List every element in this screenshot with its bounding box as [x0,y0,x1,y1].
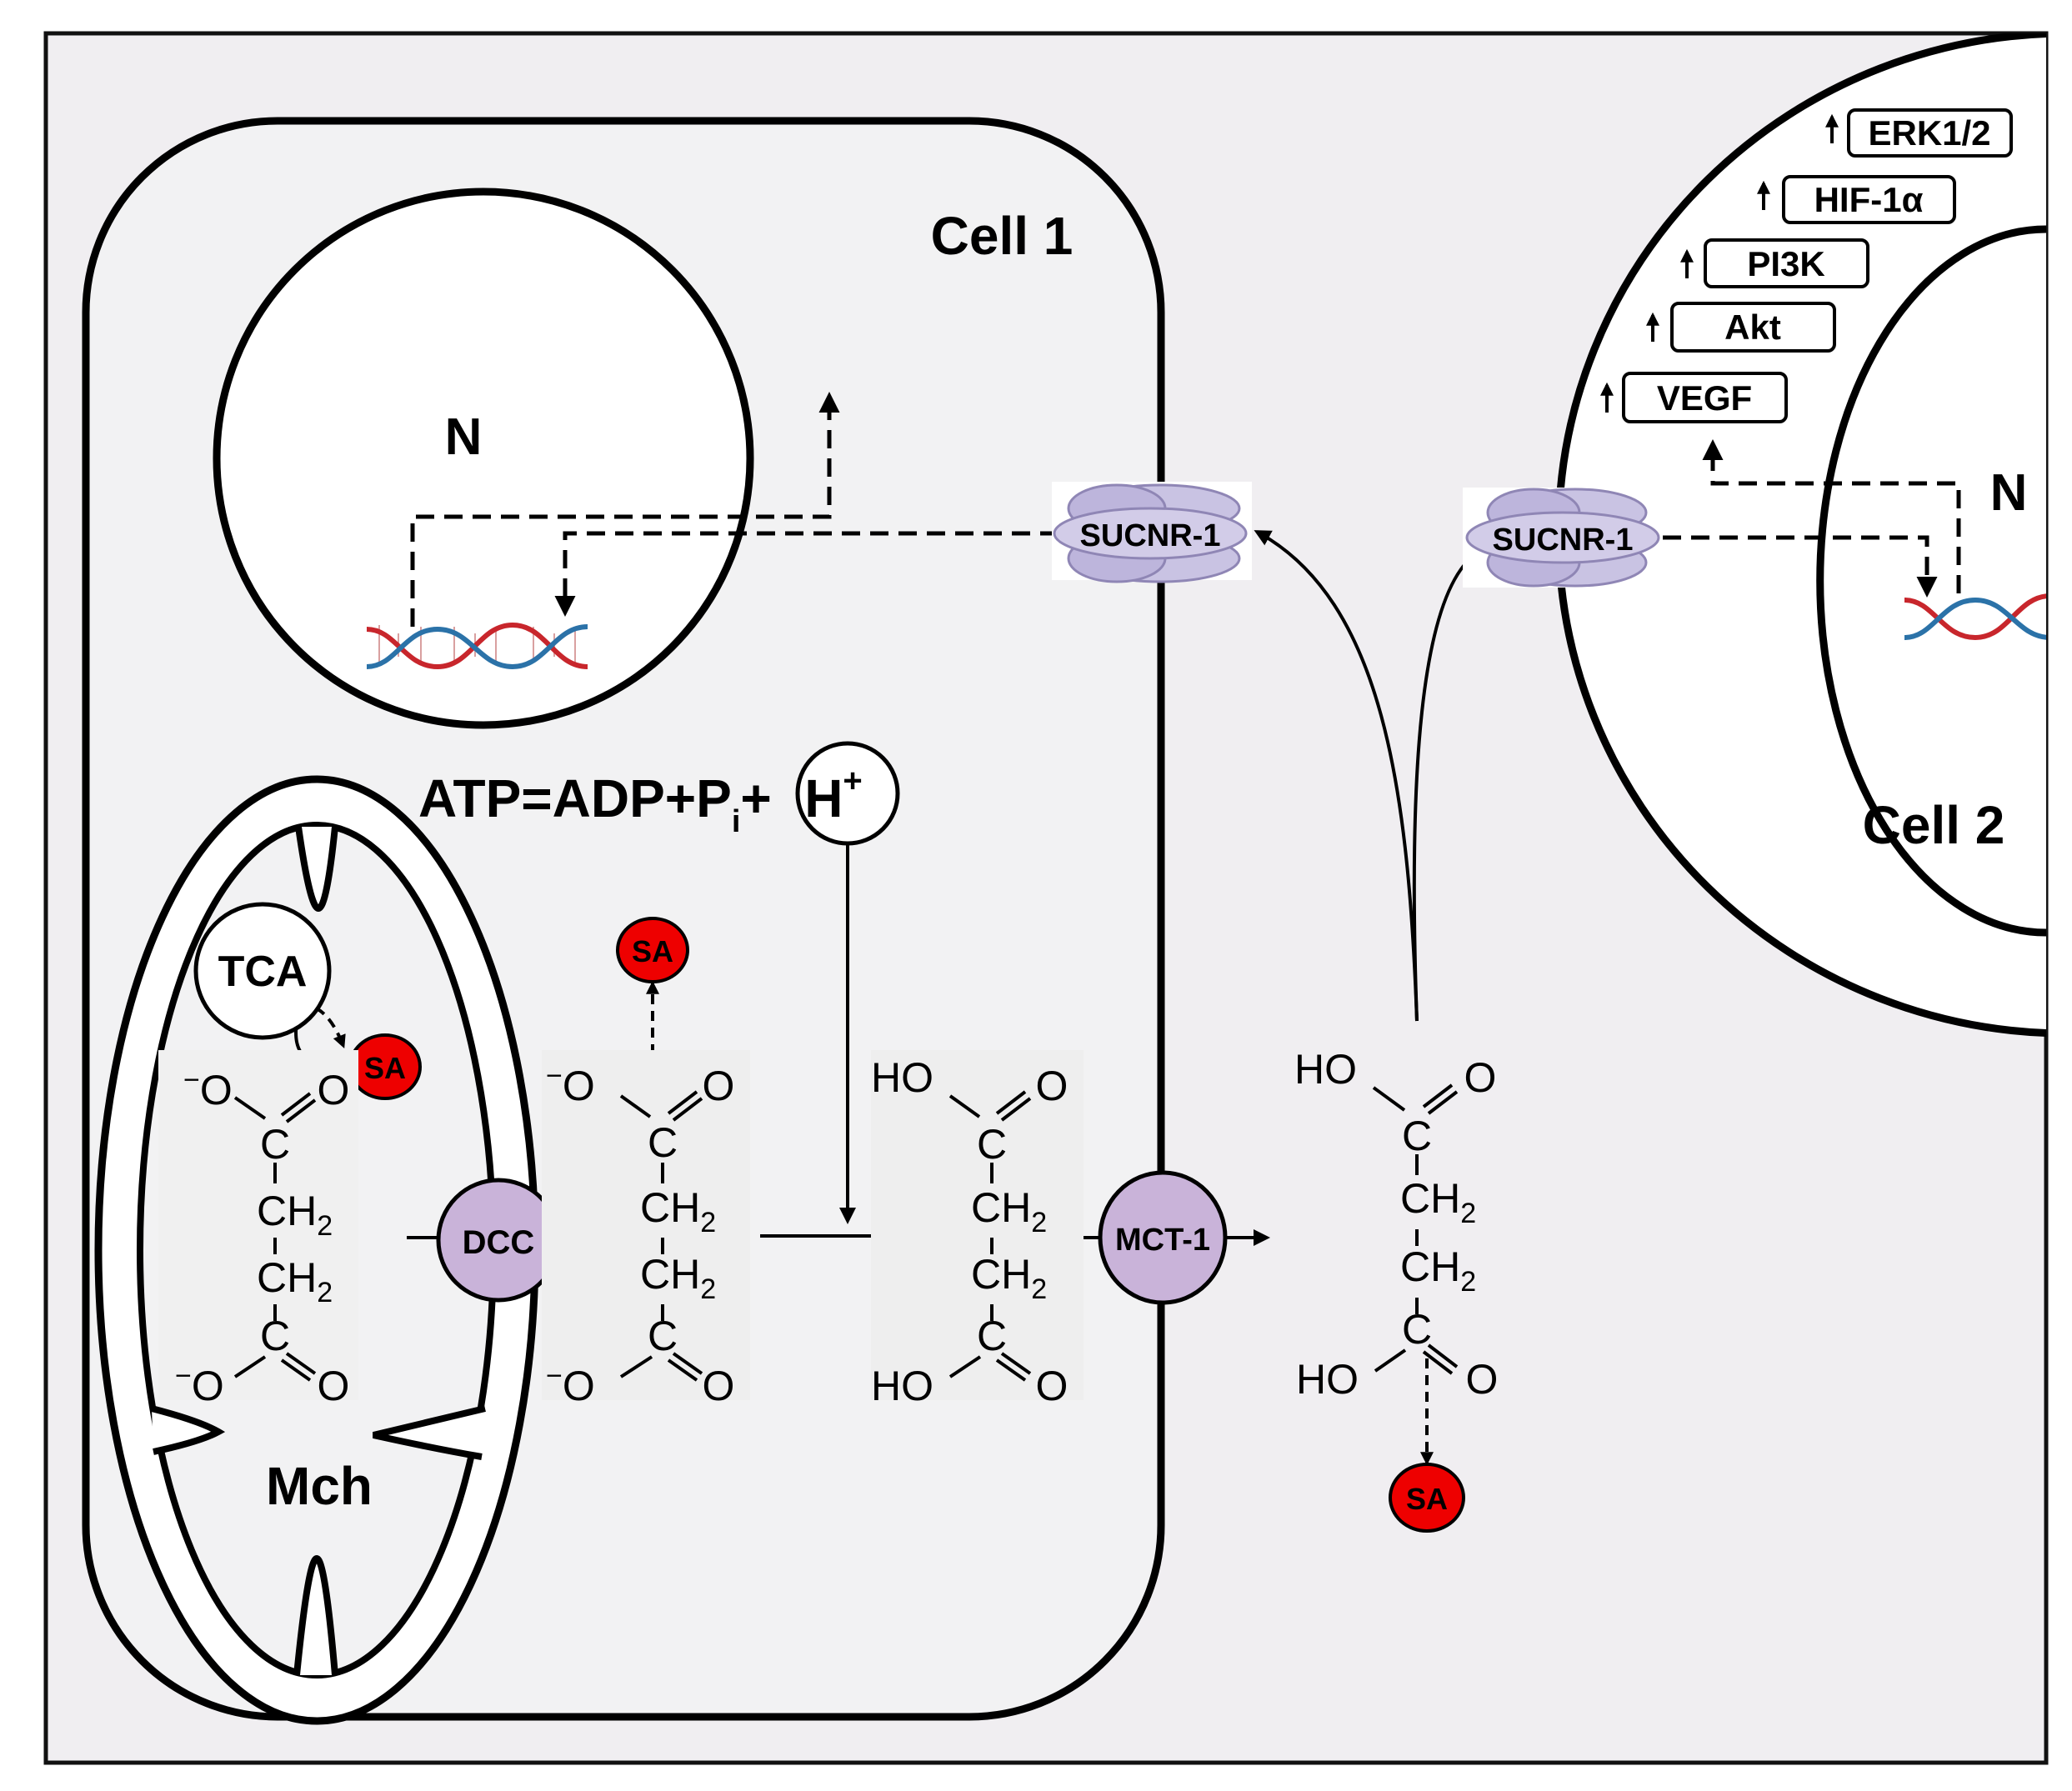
sa-label: SA [364,1051,406,1085]
svg-text:CH2: CH2 [640,1251,716,1305]
svg-text:O: O [318,1363,350,1409]
target-label: PI3K [1747,244,1824,283]
sa-label: SA [1406,1482,1448,1516]
cell1-nucleus [213,188,754,729]
svg-text:−O: −O [183,1064,233,1113]
dna-helix-cell2 [1904,593,2046,641]
sucnr1-label: SUCNR-1 [1493,523,1634,558]
svg-text:CH2: CH2 [971,1251,1047,1305]
svg-text:CH2: CH2 [257,1254,333,1308]
svg-text:O: O [1464,1054,1497,1101]
sa-mitochondrion: SA [348,1033,422,1100]
cell2-receptor-signal [1663,535,1938,598]
cell1-label: Cell 1 [931,206,1074,266]
svg-text:C: C [1402,1113,1432,1159]
svg-text:CH2: CH2 [971,1184,1047,1238]
cell1-gene-output [410,392,840,627]
tca-label: TCA [218,948,308,996]
svg-text:−O: −O [175,1360,224,1409]
svg-text:HO: HO [871,1363,933,1409]
target-label: ERK1/2 [1868,113,1990,153]
mct1-label: MCT-1 [1115,1223,1210,1258]
svg-text:O: O [1036,1363,1069,1409]
mitochondrion-label: Mch [266,1456,373,1516]
cell2-gene-output [1702,439,1961,593]
target-vegf: VEGF [1600,372,1788,423]
tca-circle [193,902,332,1040]
svg-text:CH2: CH2 [1400,1243,1476,1298]
svg-text:C: C [1402,1306,1432,1353]
svg-text:C: C [260,1313,290,1359]
dcc-label: DCC [463,1224,535,1261]
svg-text:ATP=ADP+Pi+: ATP=ADP+Pi+ [418,768,772,839]
dcc-transporter: DCC [436,1178,561,1303]
svg-text:O: O [318,1067,350,1113]
target-hif: HIF-1α [1757,175,1956,224]
sa-cytoplasm: SA [616,917,689,983]
svg-text:O: O [1036,1063,1069,1109]
cell2-label: Cell 2 [1863,795,2005,855]
target-pi3k: PI3K [1680,238,1869,288]
sucnr1-receptor-cell1: SUCNR-1 [1052,482,1252,583]
target-erk: ERK1/2 [1825,108,2013,158]
cell2-target-list: ERK1/2 HIF-1α PI3K Akt VEGF [1600,108,2013,423]
svg-text:O: O [703,1363,735,1409]
cell1-nucleus-label: N [445,408,483,466]
svg-text:C: C [648,1119,678,1166]
svg-text:O: O [703,1063,735,1109]
cell2-nucleus-label: N [1990,464,2028,522]
sa-extracellular: SA [1389,1463,1465,1533]
target-label: Akt [1724,308,1781,347]
succinic-acid-extracellular: HO O C CH2 CH2 C HO O [1294,1046,1498,1403]
svg-text:C: C [977,1313,1007,1359]
svg-text:C: C [648,1313,678,1359]
atp-hydrolysis-equation: ATP=ADP+Pi+ H+ [418,741,900,846]
dna-helix-cell1 [366,622,588,670]
svg-text:C: C [260,1121,290,1168]
sucnr1-receptor-cell2: SUCNR-1 [1463,488,1663,588]
cell1-receptor-signal [554,531,1059,617]
succinate-to-sucnr1-cell1 [1254,530,1419,1022]
target-label: VEGF [1657,378,1752,418]
svg-text:CH2: CH2 [257,1188,333,1242]
succinic-acid-cytoplasmic: HO O C CH2 CH2 C HO O [871,1050,1084,1409]
target-label: HIF-1α [1814,180,1924,219]
svg-text:−O: −O [546,1060,595,1109]
sucnr1-label: SUCNR-1 [1080,518,1221,553]
succinate-to-sucnr1-cell2 [1412,548,1485,1022]
svg-text:O: O [1466,1356,1499,1403]
svg-text:HO: HO [871,1054,933,1101]
succinate-mitochondrial: −O O C CH2 CH2 C −O O [158,1050,358,1409]
proton-label: H+ [804,763,863,828]
sa-label: SA [632,934,673,968]
target-akt: Akt [1646,302,1836,353]
svg-text:HO: HO [1294,1046,1357,1093]
svg-text:CH2: CH2 [1400,1175,1476,1229]
proton-circle [795,741,900,846]
svg-text:HO: HO [1296,1356,1359,1403]
succinate-cytoplasmic-anion: −O O C CH2 CH2 C −O O [542,1050,750,1409]
svg-text:−O: −O [546,1360,595,1409]
svg-text:CH2: CH2 [640,1184,716,1238]
svg-text:C: C [977,1121,1007,1168]
mct1-transporter: MCT-1 [1098,1170,1228,1305]
